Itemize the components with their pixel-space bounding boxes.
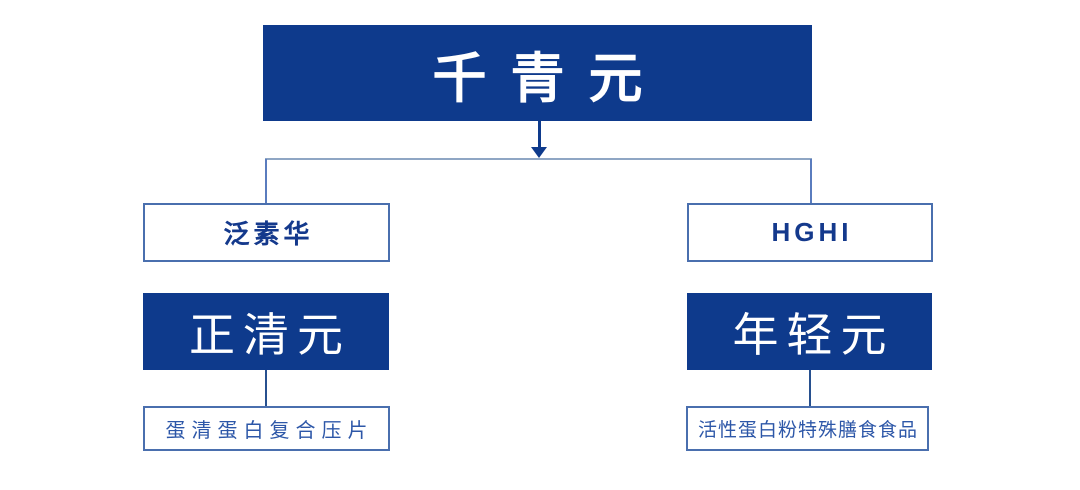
connector-line-left: [265, 370, 267, 406]
company-node-right: HGHI: [687, 203, 933, 262]
arrow-down-icon: [531, 147, 547, 158]
brand-node-left-label: 正清元: [189, 308, 351, 361]
connector-line-right: [809, 370, 811, 406]
bracket-vertical-line-left: [265, 159, 267, 203]
bracket-horizontal-line: [265, 158, 812, 160]
brand-node-right-label: 年轻元: [732, 308, 895, 361]
bracket-vertical-line-right: [810, 159, 812, 203]
brand-node-left: 正清元: [143, 293, 389, 370]
root-node: 千青元: [263, 25, 812, 121]
company-node-left-label: 泛素华: [223, 219, 314, 249]
product-node-right-label: 活性蛋白粉特殊膳食食品: [697, 420, 918, 441]
product-node-left-label: 蛋清蛋白复合压片: [165, 420, 374, 442]
arrow-down-icon: [538, 121, 541, 149]
product-node-right: 活性蛋白粉特殊膳食食品: [686, 406, 929, 451]
company-node-right-label: HGHI: [771, 217, 853, 247]
product-node-left: 蛋清蛋白复合压片: [143, 406, 390, 451]
root-node-label: 千青元: [432, 48, 667, 109]
brand-node-right: 年轻元: [687, 293, 932, 370]
company-node-left: 泛素华: [143, 203, 390, 262]
